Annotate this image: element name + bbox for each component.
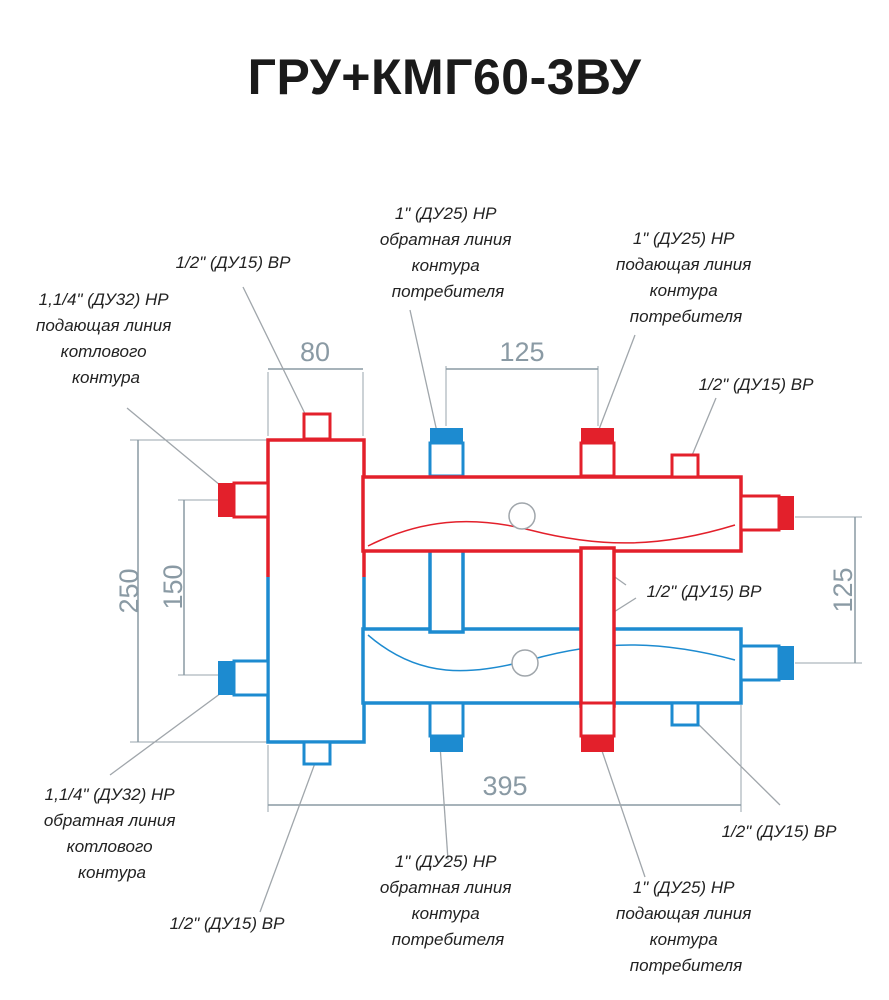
- dimension-lines: 80 125 250 150 125 395: [114, 337, 862, 812]
- callout-labels: 1/2" (ДУ15) ВР 1,1/4" (ДУ32) НР подающая…: [36, 204, 837, 975]
- label-top-port-right: 1/2" (ДУ15) ВР: [699, 375, 815, 394]
- dimension-125-top: 125: [499, 337, 544, 367]
- dimension-250: 250: [114, 568, 144, 613]
- dimension-125-right: 125: [828, 567, 858, 612]
- label-top-vent-left: 1/2" (ДУ15) ВР: [176, 253, 292, 272]
- label-bottom-port-right: 1/2" (ДУ15) ВР: [722, 822, 838, 841]
- label-consumer-supply-bottom: 1" (ДУ25) НР подающая линия контура потр…: [616, 878, 756, 975]
- dimension-395: 395: [482, 771, 527, 801]
- cold-circuit: [218, 428, 794, 766]
- hot-circuit: [218, 412, 794, 752]
- label-consumer-return-top: 1" (ДУ25) НР обратная линия контура потр…: [380, 204, 516, 301]
- label-bottom-drain-left: 1/2" (ДУ15) ВР: [170, 914, 286, 933]
- dimension-80: 80: [300, 337, 330, 367]
- diagram-title: ГРУ+КМГ60-3ВУ: [247, 49, 642, 105]
- label-middle-port: 1/2" (ДУ15) ВР: [647, 582, 763, 601]
- label-boiler-return: 1,1/4" (ДУ32) НР обратная линия котловог…: [44, 785, 180, 882]
- label-consumer-return-bottom: 1" (ДУ25) НР обратная линия контура потр…: [380, 852, 516, 949]
- dimension-150: 150: [158, 564, 188, 609]
- label-consumer-supply-top: 1" (ДУ25) НР подающая линия контура потр…: [616, 229, 756, 326]
- label-boiler-supply: 1,1/4" (ДУ32) НР подающая линия котловог…: [36, 290, 176, 387]
